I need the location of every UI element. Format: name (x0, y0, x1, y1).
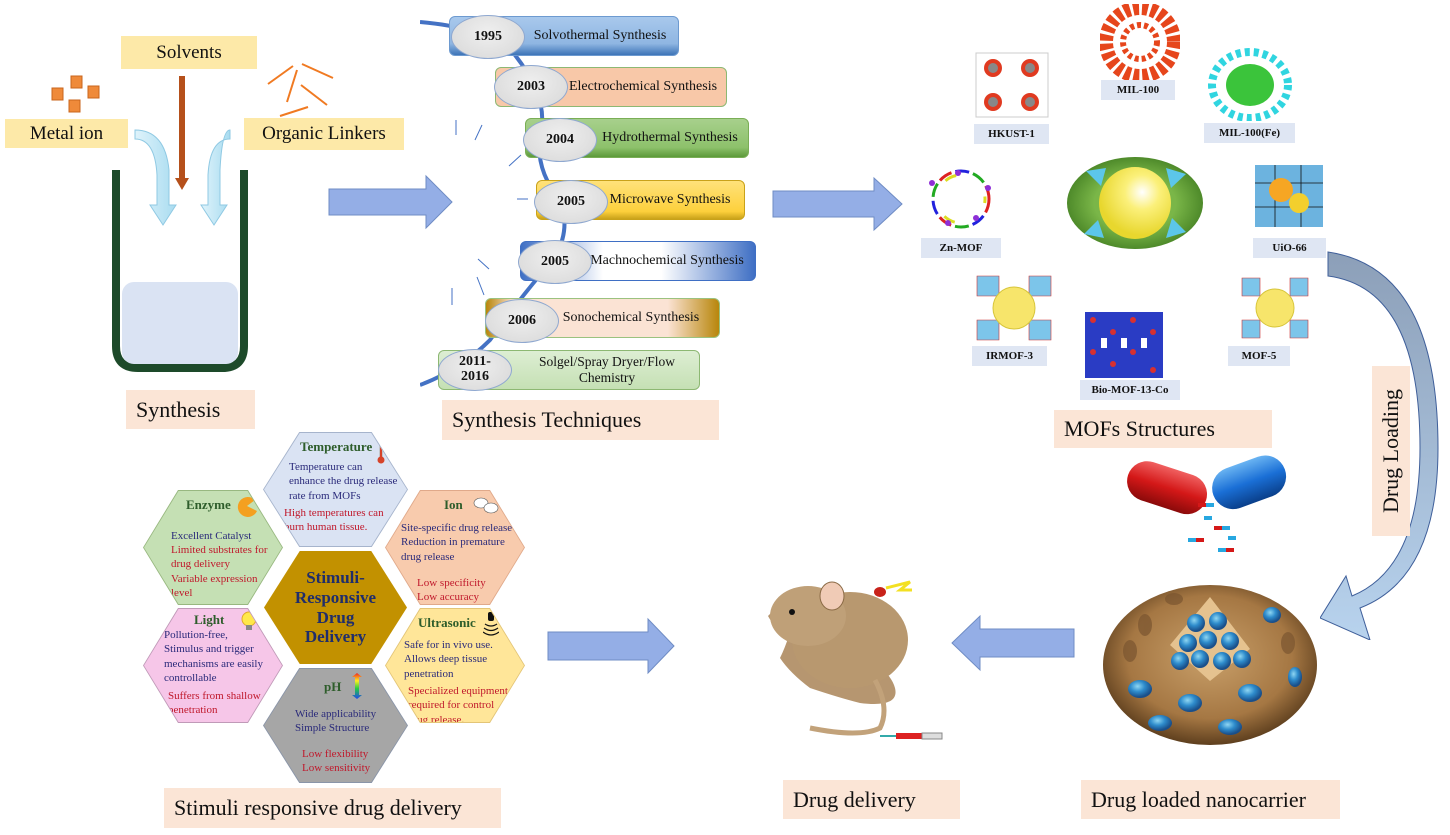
stimulus-light-hex: Light Pollution-free, Stimulus and trigg… (143, 608, 283, 723)
stimulus-ph-hex: pH Wide applicability Simple Structure L… (263, 668, 408, 783)
stimulus-cons: Low flexibility Low sensitivity (302, 748, 371, 775)
mofs-caption: MOFs Structures (1054, 410, 1272, 448)
solvents-label: Solvents (121, 36, 257, 69)
technique-name: Sonochemical Synthesis (562, 309, 700, 325)
synthesis-caption: Synthesis (126, 390, 255, 429)
mof-label: MIL-100(Fe) (1204, 123, 1295, 143)
technique-year: 2003 (494, 65, 568, 109)
stimulus-title: Temperature (300, 439, 373, 454)
stimulus-enzyme-hex: Enzyme Excellent Catalyst Limited substr… (143, 490, 283, 605)
enzyme-icon (237, 496, 257, 517)
mouse-icon (768, 580, 943, 740)
mof-label: Bio-MOF-13-Co (1080, 380, 1180, 400)
input-arrows-icon (134, 129, 231, 226)
technique-year: 1995 (451, 15, 525, 59)
technique-year: 2005 (534, 180, 608, 224)
metal-ion-cubes-icon (51, 75, 100, 113)
stimulus-pros: Site-specific drug release Reduction in … (401, 522, 513, 563)
technique-name: Solgel/Spray Dryer/Flow Chemistry (538, 354, 676, 385)
technique-name: Machnochemical Synthesis (590, 252, 744, 268)
mof-5-structure-icon (1241, 277, 1309, 339)
stimulus-title: pH (324, 679, 342, 694)
central-mof-structure-icon (1067, 157, 1203, 249)
stimulus-title: Ultrasonic (418, 615, 476, 630)
mil-100-structure-icon (1100, 4, 1180, 80)
uio-66-structure-icon (1255, 165, 1323, 227)
thermometer-icon (377, 439, 385, 464)
nanocarrier-icon (1103, 585, 1317, 745)
stimulus-title: Ion (444, 497, 463, 512)
stimulus-cons: High temperatures can burn human tissue. (284, 507, 384, 534)
stimulus-pros: Safe for in vivo use. Allows deep tissue… (404, 639, 493, 680)
stimuli-center-title: Stimuli- Responsive Drug Delivery (294, 568, 377, 647)
technique-year: 2005 (518, 240, 592, 284)
organic-linkers-label: Organic Linkers (244, 118, 404, 150)
technique-name: Electrochemical Synthesis (568, 78, 718, 94)
irmof-3-structure-icon (976, 275, 1052, 341)
flow-arrow-right-2 (772, 176, 903, 232)
mof-label: MOF-5 (1228, 346, 1290, 366)
drug-loading-arrow (1320, 251, 1439, 640)
ph-scale-icon (352, 673, 362, 699)
mof-label: Zn-MOF (921, 238, 1001, 258)
flow-arrow-right-3 (547, 617, 675, 675)
organic-linkers-icon (267, 63, 334, 117)
flow-arrow-left (951, 614, 1075, 672)
bio-mof-13-co-structure-icon (1085, 312, 1163, 378)
technique-year: 2006 (485, 299, 559, 343)
nanocarrier-caption: Drug loaded nanocarrier (1081, 780, 1340, 819)
mof-label: UiO-66 (1253, 238, 1326, 258)
stimuli-center-hex: Stimuli- Responsive Drug Delivery (263, 550, 408, 665)
technique-year: 2004 (523, 118, 597, 162)
delivery-caption: Drug delivery (783, 780, 960, 819)
stimulus-cons: Suffers from shallow penetration (168, 690, 261, 717)
stimulus-cons: Limited substrates for drug delivery Var… (171, 544, 268, 599)
stimulus-title: Light (194, 612, 225, 627)
ion-icon (473, 497, 499, 514)
drug-loading-label-box: Drug Loading (1372, 366, 1410, 536)
stimulus-pros: Temperature can enhance the drug release… (289, 461, 398, 502)
technique-name: Solvothermal Synthesis (533, 27, 667, 43)
stimulus-temperature-hex: Temperature Temperature can enhance the … (263, 432, 408, 547)
drug-capsule-icon (1127, 455, 1287, 552)
techniques-caption: Synthesis Techniques (442, 400, 719, 440)
zn-mof-structure-icon (929, 169, 991, 229)
drug-loading-label: Drug Loading (1378, 388, 1403, 514)
mof-label: MIL-100 (1101, 80, 1175, 100)
hkust-1-structure-icon (975, 52, 1049, 118)
technique-name: Hydrothermal Synthesis (602, 129, 738, 145)
mof-label: IRMOF-3 (972, 346, 1047, 366)
stimulus-cons: Specialized equipment required for contr… (408, 685, 508, 726)
technique-year: 2011- 2016 (438, 349, 512, 391)
stimulus-title: Enzyme (186, 497, 231, 512)
mil-100-fe-structure-icon (1208, 48, 1292, 121)
flow-arrow-right-1 (328, 174, 453, 230)
stimulus-pros: Excellent Catalyst (171, 530, 252, 542)
technique-name: Microwave Synthesis (609, 191, 731, 207)
stimuli-caption: Stimuli responsive drug delivery (164, 788, 501, 828)
solvent-arrow-icon (175, 76, 189, 190)
stimulus-ion-hex: Ion Site-specific drug release Reduction… (385, 490, 525, 605)
beaker-icon (112, 170, 248, 372)
ultrasonic-icon (483, 612, 499, 636)
stimulus-ultrasonic-hex: Ultrasonic Safe for in vivo use. Allows … (385, 608, 525, 723)
stimulus-cons: Low specificity Low accuracy (417, 577, 486, 604)
mof-label: HKUST-1 (974, 124, 1049, 144)
stimulus-pros: Wide applicability Simple Structure (295, 708, 377, 735)
stimulus-pros: Pollution-free, Stimulus and trigger mec… (164, 629, 263, 684)
metal-ion-label: Metal ion (5, 119, 128, 148)
